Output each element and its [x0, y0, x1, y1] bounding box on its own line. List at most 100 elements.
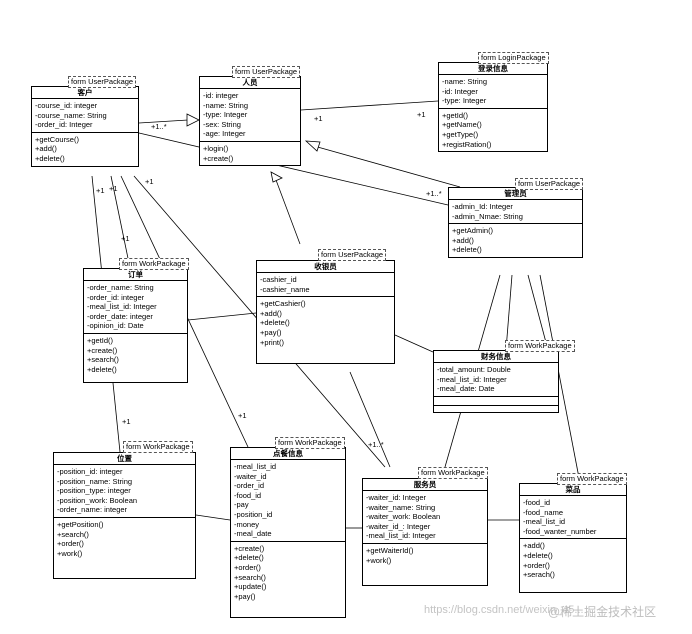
package-label-renyuan: form UserPackage — [232, 66, 301, 78]
class-box-dingdan[interactable]: 订单 -order_name: String -order_id: intege… — [83, 268, 188, 384]
attribute-row: -food_id — [523, 498, 551, 507]
class-box-renyuan[interactable]: 人员 -id: integer -name: String -type: Int… — [199, 76, 301, 167]
class-box-shouyin[interactable]: 收银员 -cashier_id -cashier_name +getCashie… — [256, 260, 395, 365]
edge-guanli-caiwu-2 — [527, 274, 549, 351]
edge-guanli-caipin — [539, 274, 581, 484]
package-label-denglu: form LoginPackage — [478, 52, 549, 64]
attribute-row: -cashier_id — [260, 275, 297, 284]
operation-list: +add() +delete() +order() +serach() — [520, 539, 626, 591]
multiplicity-label: +1 — [417, 110, 426, 119]
attribute-row: -admin_Nmae: String — [452, 211, 523, 221]
operation-row: +delete() — [35, 153, 65, 163]
edge-kehu-dingdan — [110, 175, 131, 269]
class-box-caipin[interactable]: 菜品 -food_id -food_name -meal_list_id -fo… — [519, 483, 627, 593]
operation-list: +getCourse() +add() +delete() — [32, 133, 138, 166]
attribute-row: -name: String — [442, 77, 488, 86]
operation-row: +pay() — [260, 327, 282, 337]
attribute-row: -money — [234, 519, 260, 529]
class-title: 收银员 — [257, 261, 394, 273]
operation-row: +getAdmin() — [452, 226, 494, 236]
operation-row: +order() — [523, 560, 550, 570]
class-title: 管理员 — [449, 188, 582, 200]
operation-row: +create() — [203, 153, 234, 163]
multiplicity-label: +1 — [238, 411, 247, 420]
attribute-list: -food_id -food_name -meal_list_id -food_… — [520, 496, 626, 540]
class-box-guanli[interactable]: 管理员 -admin_Id: Integer -admin_Nmae: Stri… — [448, 187, 583, 258]
class-title: 财务信息 — [434, 351, 558, 363]
operation-row: +getId() — [87, 335, 114, 345]
attribute-row: -waiter_id: Integer — [366, 493, 427, 502]
operation-row: +getWaiterId() — [366, 545, 414, 555]
operation-row: +add() — [523, 541, 545, 551]
attribute-row: -food_id — [234, 490, 262, 500]
attribute-list: -order_name: String -order_id: integer -… — [84, 281, 187, 334]
class-title: 订单 — [84, 269, 187, 281]
package-label-fuwu: form WorkPackage — [418, 467, 488, 479]
operation-row: +work() — [366, 555, 392, 565]
class-box-fuwu[interactable]: 服务员 -waiter_id: Integer -waiter_name: St… — [362, 478, 488, 587]
attribute-row: -name: String — [203, 100, 249, 110]
attribute-row: -position_id — [234, 509, 273, 519]
attribute-row: -food_wanter_number — [523, 526, 597, 536]
attribute-row: -id: Integer — [442, 86, 478, 96]
operation-row: +delete() — [452, 245, 482, 255]
attribute-list: -meal_list_id -waiter_id -order_id -food… — [231, 460, 345, 542]
attribute-row: -waiter_id — [234, 471, 267, 481]
attribute-row: -type: Integer — [442, 96, 487, 106]
attribute-row: -total_amount: Double — [437, 365, 511, 374]
package-label-caiwu: form WorkPackage — [505, 340, 575, 352]
edge-guanli-caiwu-1 — [505, 274, 513, 351]
operation-row: +print() — [260, 337, 284, 347]
package-label-weizhi: form WorkPackage — [123, 441, 193, 453]
class-box-caiwu[interactable]: 财务信息 -total_amount: Double -meal_list_id… — [433, 350, 559, 413]
attribute-row: -order_id: integer — [87, 292, 145, 302]
edge-guanli-renyuan — [313, 145, 461, 188]
attribute-list: -total_amount: Double -meal_list_id: Int… — [434, 363, 558, 397]
operation-row: +order() — [57, 539, 84, 549]
attribute-row: -waiter_name: String — [366, 502, 436, 512]
operation-list: +getId() +getName() +getType() +registRa… — [439, 109, 547, 151]
class-title: 人员 — [200, 77, 300, 89]
operation-row: +getId() — [442, 110, 469, 120]
attribute-list: -admin_Id: Integer -admin_Nmae: String — [449, 200, 582, 225]
operation-list: +getPosition() +search() +order() +work(… — [54, 518, 195, 578]
operation-row: +work() — [57, 548, 83, 558]
operation-row: +delete() — [87, 364, 117, 374]
attribute-row: -opinion_id: Date — [87, 321, 144, 331]
operation-row: +add() — [452, 235, 474, 245]
attribute-list: -waiter_id: Integer -waiter_name: String… — [363, 491, 487, 544]
edge-renyuan-denglu — [300, 100, 439, 111]
class-box-denglu[interactable]: 登录信息 -name: String -id: Integer -type: I… — [438, 62, 548, 153]
watermark-url: https://blog.csdn.net/weixin_45... — [424, 604, 584, 616]
generalization-arrow-shouyin — [270, 171, 283, 183]
operation-row: +add() — [35, 144, 57, 154]
generalization-arrow-kehu — [186, 113, 200, 127]
attribute-list: -id: integer -name: String -type: Intege… — [200, 89, 300, 142]
generalization-arrow-guanli — [304, 140, 321, 152]
operation-row: +getCashier() — [260, 299, 306, 309]
class-box-weizhi[interactable]: 位置 -position_id: integer -position_name:… — [53, 452, 196, 580]
operation-row: +delete() — [234, 553, 264, 563]
attribute-list: -course_id: integer -course_name: String… — [32, 99, 138, 133]
class-box-kehu[interactable]: 客户 -course_id: integer -course_name: Str… — [31, 86, 139, 167]
operation-list: +login() +create() — [200, 142, 300, 165]
operation-row: +create() — [234, 543, 265, 553]
attribute-list: -cashier_id -cashier_name — [257, 273, 394, 298]
class-title: 点餐信息 — [231, 448, 345, 460]
attribute-row: -order_id — [234, 481, 265, 491]
operation-row: +registRation() — [442, 139, 492, 149]
edge-shouyin-renyuan — [275, 179, 301, 245]
operation-list: +getId() +create() +search() +delete() — [84, 334, 187, 382]
class-box-diancan[interactable]: 点餐信息 -meal_list_id -waiter_id -order_id … — [230, 447, 346, 619]
attribute-row: -type: Integer — [203, 110, 248, 120]
package-label-shouyin: form UserPackage — [318, 249, 387, 261]
operation-list — [434, 397, 558, 406]
attribute-row: -position_type: integer — [57, 486, 131, 496]
operation-row: +getCourse() — [35, 134, 79, 144]
package-label-kehu: form UserPackage — [68, 76, 137, 88]
package-label-guanli: form UserPackage — [515, 178, 584, 190]
class-title: 登录信息 — [439, 63, 547, 75]
operation-row: +update() — [234, 582, 267, 592]
attribute-row: -meal_date — [234, 529, 272, 539]
